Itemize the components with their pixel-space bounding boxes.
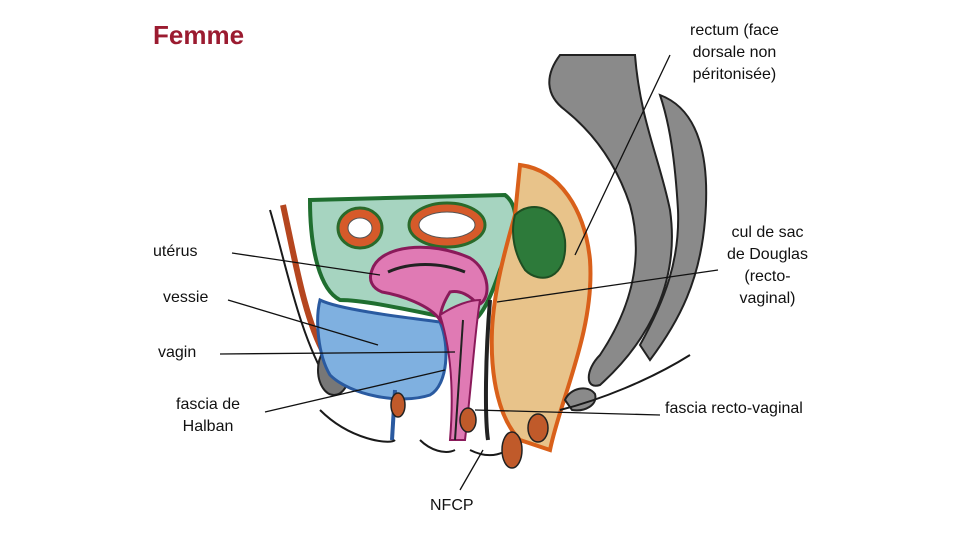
leader-fascia-rv <box>474 409 661 416</box>
bowel-loop-2-lumen <box>418 211 476 239</box>
label-vagin: vagin <box>158 344 197 361</box>
label-nfcp: NFCP <box>430 497 474 514</box>
label-fascia-halban-line-2: Halban <box>182 418 234 435</box>
levator-ani <box>527 413 549 443</box>
label-fascia-halban-line-1: fascia de <box>176 396 241 413</box>
uterine-cavity <box>387 263 466 274</box>
label-douglas-line-4: vaginal) <box>739 290 796 307</box>
perineum-outline <box>319 409 521 457</box>
uterus <box>368 245 489 325</box>
leader-rectum <box>574 54 671 256</box>
coccyx <box>563 387 597 412</box>
leader-vagin <box>219 351 456 355</box>
bulbospongiosus <box>459 407 477 433</box>
leader-douglas <box>496 269 719 303</box>
label-rectum-line-1: rectum (face <box>690 22 779 39</box>
skin-outline <box>559 354 691 411</box>
sacral-vertebrae <box>638 93 708 362</box>
bladder <box>316 297 448 401</box>
perineal-body <box>390 392 406 418</box>
label-fascia-recto-vaginal: fascia recto-vaginal <box>665 400 803 417</box>
douglas-pouch <box>512 206 567 279</box>
leader-vessie <box>227 299 379 346</box>
label-douglas-line-3: (recto- <box>744 268 791 285</box>
anal-sphincter <box>501 431 523 469</box>
label-rectum-line-3: péritonisée) <box>692 66 777 83</box>
label-uterus: utérus <box>153 243 198 260</box>
label-rectum: rectum (face dorsale non péritonisée) <box>690 20 779 86</box>
leader-nfcp <box>459 449 484 491</box>
bowel-loop-1-lumen <box>347 217 373 239</box>
label-fascia-halban: fascia de Halban <box>176 394 240 438</box>
sacrum <box>548 54 673 387</box>
leader-fascia-halban <box>264 369 446 413</box>
vaginal-canal <box>454 319 464 441</box>
rectal-lumen <box>483 299 492 441</box>
label-douglas: cul de sac de Douglas (recto- vaginal) <box>727 222 808 310</box>
label-rectum-line-2: dorsale non <box>692 44 777 61</box>
label-douglas-line-1: cul de sac <box>731 224 804 241</box>
leader-lines <box>219 54 719 491</box>
leader-uterus <box>231 252 381 276</box>
slide-title: Femme <box>153 20 245 50</box>
label-vessie: vessie <box>163 289 209 306</box>
label-douglas-line-2: de Douglas <box>727 246 808 263</box>
